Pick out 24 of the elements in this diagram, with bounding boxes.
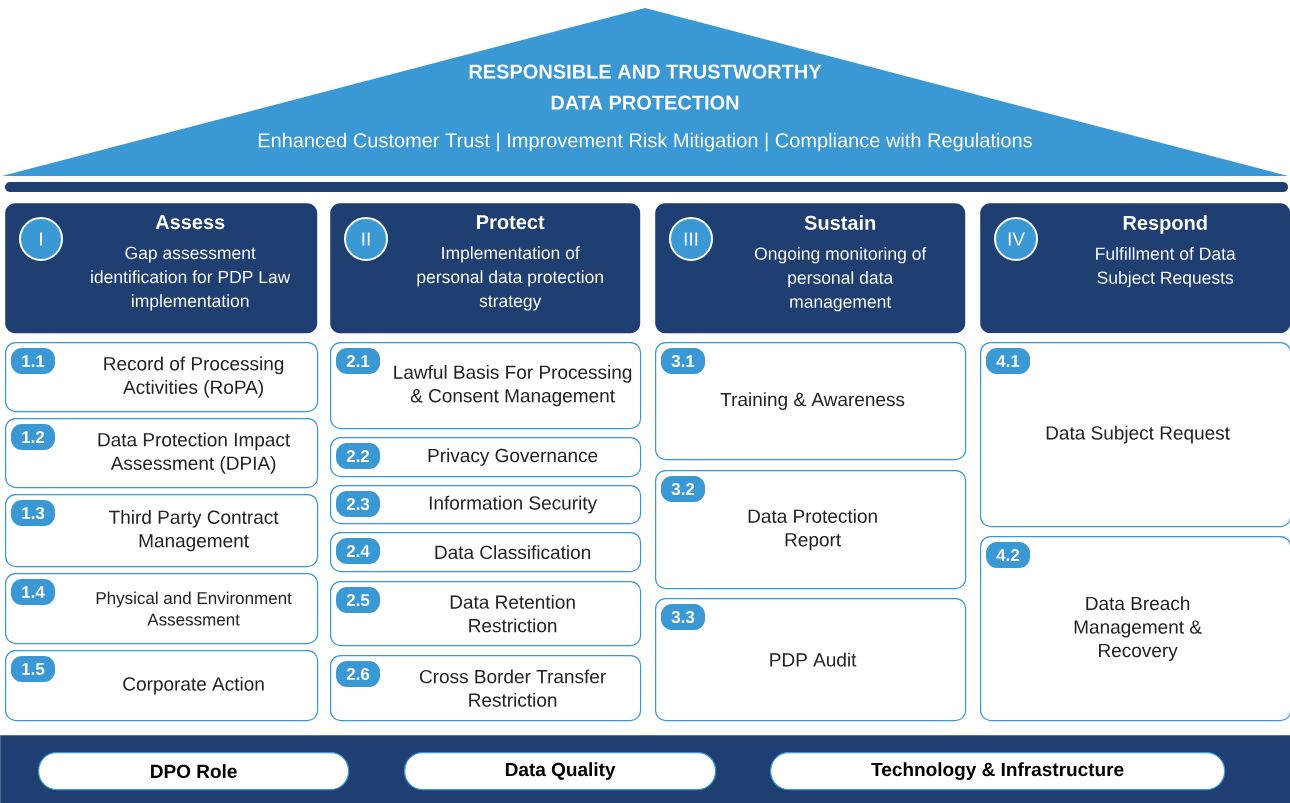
foundation-pill: Technology & Infrastructure [770,752,1226,791]
numeral-badge: I [19,217,63,261]
number-badge: 1.3 [9,498,57,528]
number-badge: 2.3 [334,489,382,519]
number-badge: 2.6 [334,659,382,689]
number-badge: 3.2 [659,474,707,504]
number-badge: 3.1 [659,346,707,376]
number-badge: 4.1 [984,346,1032,376]
number-badge: 1.5 [9,654,57,684]
number-badge: 1.1 [9,346,57,376]
foundation-pill: Data Quality [404,752,717,791]
numeral-badge: II [344,217,388,261]
number-badge: 2.4 [334,536,382,566]
numeral-badge: III [669,217,713,261]
number-badge: 2.1 [334,346,382,376]
foundation-pill: DPO Role [38,752,350,791]
number-badge: 4.2 [984,540,1032,570]
number-badge: 1.2 [9,422,57,452]
roof-banner: RESPONSIBLE AND TRUSTWORTHY DATA PROTECTION Enhanced Customer Trust | Improvement Risk Mitigation | Compliance with Regulations [2,8,1288,176]
number-badge: 2.5 [334,585,382,615]
number-badge: 3.3 [659,602,707,632]
number-badge: 1.4 [9,577,57,607]
number-badge: 2.2 [334,441,382,471]
numeral-badge: IV [994,217,1038,261]
